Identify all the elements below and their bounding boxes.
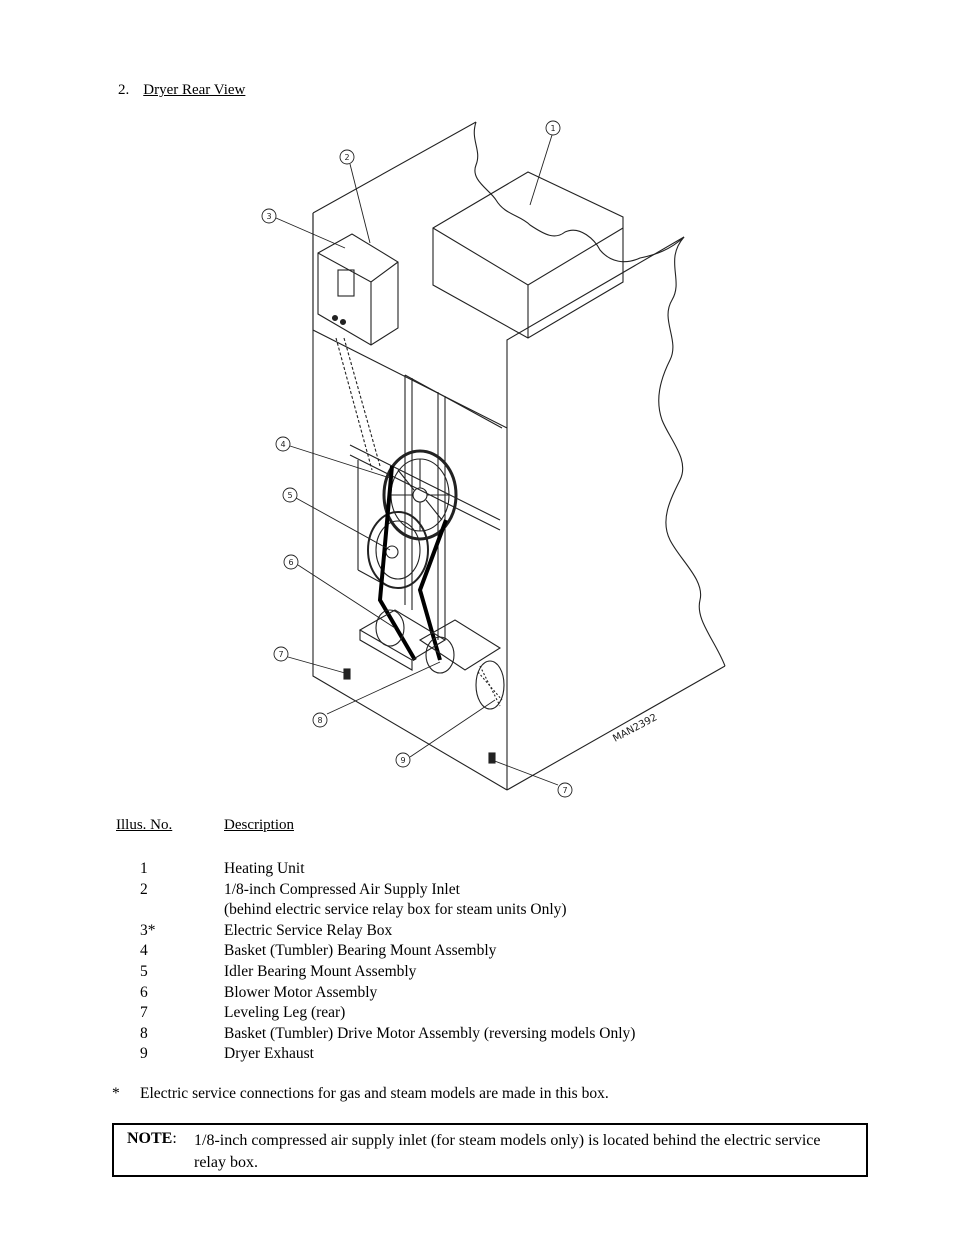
callout-6: 6 bbox=[288, 558, 293, 567]
callout-5: 5 bbox=[287, 491, 292, 500]
callout-3: 3 bbox=[266, 212, 271, 221]
relay-box bbox=[317, 233, 399, 346]
footnote-mark: * bbox=[112, 1085, 120, 1102]
callout-4: 4 bbox=[280, 440, 285, 449]
footnote-text: Electric service connections for gas and… bbox=[140, 1085, 609, 1102]
cabinet-right-break bbox=[658, 236, 726, 667]
callout-9: 9 bbox=[400, 756, 405, 765]
note-label: NOTE: bbox=[127, 1130, 177, 1147]
callout-labels: 1 2 3 4 5 6 7 8 9 7 bbox=[266, 124, 567, 795]
section-title: Dryer Rear View bbox=[143, 82, 246, 98]
note-text: 1/8-inch compressed air supply inlet (fo… bbox=[194, 1132, 821, 1171]
exhaust bbox=[475, 660, 505, 710]
heating-unit bbox=[432, 171, 624, 339]
callout-1: 1 bbox=[550, 124, 555, 133]
callout-circles bbox=[261, 120, 573, 798]
section-number: 2. bbox=[118, 82, 130, 98]
callout-8: 8 bbox=[317, 716, 322, 725]
idler-pulley bbox=[367, 511, 429, 589]
inner-frame bbox=[349, 374, 503, 640]
callout-7b: 7 bbox=[562, 786, 567, 795]
cabinet-top-break bbox=[473, 121, 685, 263]
basket-pulley bbox=[382, 449, 458, 541]
legend-col-description: Description bbox=[224, 817, 294, 833]
legend-col-number: Illus. No. bbox=[116, 817, 173, 833]
leveling-leg-left bbox=[343, 668, 351, 680]
leveling-leg-right bbox=[488, 752, 496, 764]
callout-2: 2 bbox=[344, 153, 349, 162]
drive-motor bbox=[418, 619, 502, 674]
cabinet-left-panel bbox=[312, 121, 508, 791]
drive-belt bbox=[377, 465, 448, 662]
cabinet-top-back bbox=[312, 213, 726, 791]
leader-lines bbox=[275, 134, 559, 786]
note-box: NOTE: 1/8-inch compressed air supply inl… bbox=[112, 1123, 868, 1177]
callout-7a: 7 bbox=[278, 650, 283, 659]
conduit bbox=[335, 337, 381, 471]
section-heading: 2. Dryer Rear View bbox=[118, 82, 245, 99]
blower-motor bbox=[358, 609, 447, 671]
